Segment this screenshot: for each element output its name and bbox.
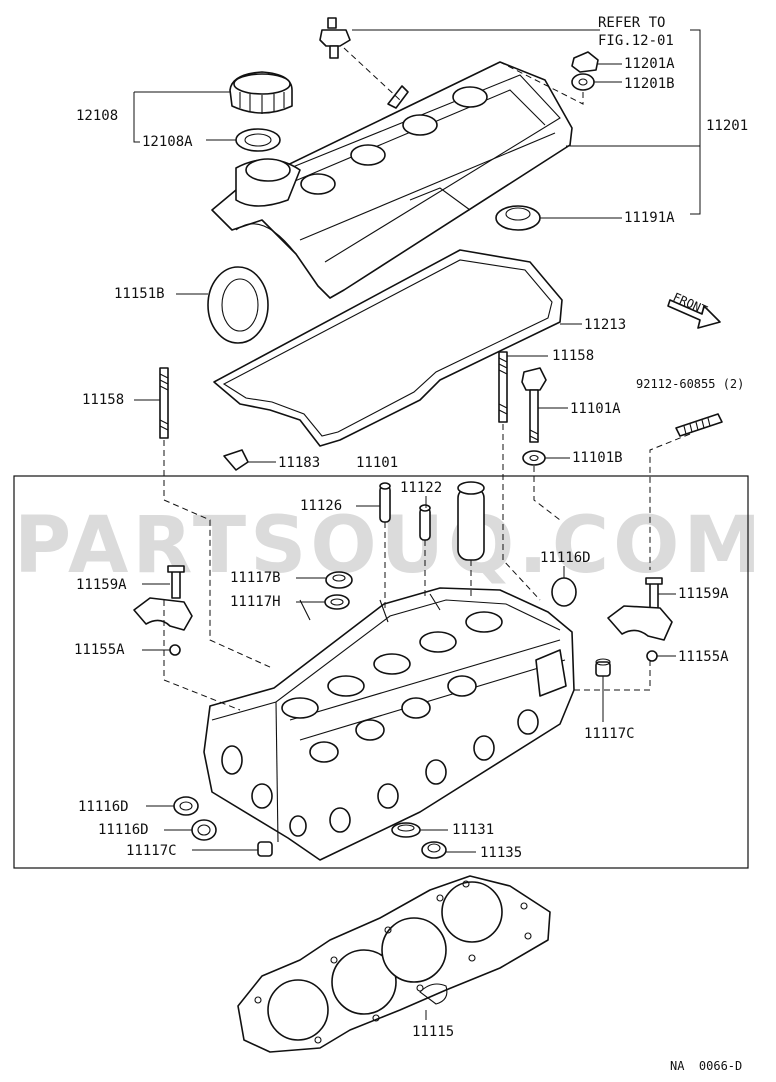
label-11158-right[interactable]: 11158 bbox=[552, 348, 594, 364]
half-plug[interactable] bbox=[223, 449, 249, 471]
refer-line-2[interactable]: FIG.12-01 bbox=[598, 33, 674, 49]
label-11155a-right[interactable]: 11155A bbox=[678, 649, 729, 665]
label-11117h[interactable]: 11117H bbox=[230, 594, 281, 610]
label-11151b[interactable]: 11151B bbox=[114, 286, 165, 302]
seal-11135[interactable] bbox=[421, 841, 447, 859]
valve-cover[interactable] bbox=[211, 61, 573, 299]
dashed-connectors bbox=[163, 47, 691, 711]
cam-bearing-cap-right[interactable] bbox=[607, 577, 673, 662]
label-11201b[interactable]: 11201B bbox=[624, 76, 675, 92]
head-bolt-washer[interactable] bbox=[522, 450, 546, 466]
leader-lines bbox=[133, 29, 701, 1020]
label-12108a[interactable]: 12108A bbox=[142, 134, 193, 150]
cylinder-head-group-box bbox=[13, 475, 749, 869]
label-11155a-left[interactable]: 11155A bbox=[74, 642, 125, 658]
label-12108[interactable]: 12108 bbox=[76, 108, 118, 124]
label-11135[interactable]: 11135 bbox=[480, 845, 522, 861]
part-labels: REFER TO FIG.12-01 11201A 11201B 11201 1… bbox=[74, 15, 748, 1073]
plug-right[interactable] bbox=[595, 658, 611, 677]
half-moon-seal[interactable] bbox=[207, 266, 269, 344]
plug-tube-grommet[interactable] bbox=[495, 205, 541, 231]
cylinder-head-gasket[interactable] bbox=[237, 875, 551, 1053]
label-11159a-right[interactable]: 11159A bbox=[678, 586, 729, 602]
label-11115[interactable]: 11115 bbox=[412, 1024, 454, 1040]
label-11126[interactable]: 11126 bbox=[300, 498, 342, 514]
gasket-11117h[interactable] bbox=[324, 594, 350, 610]
label-11131[interactable]: 11131 bbox=[452, 822, 494, 838]
cover-nut[interactable] bbox=[571, 51, 599, 73]
cover-bolt[interactable] bbox=[319, 17, 351, 59]
head-bolt[interactable] bbox=[521, 367, 547, 443]
label-11116d-lower-2[interactable]: 11116D bbox=[98, 822, 149, 838]
cam-bearing-cap-left[interactable] bbox=[133, 565, 193, 656]
head-plug-lower-2[interactable] bbox=[191, 819, 217, 841]
label-11191a[interactable]: 11191A bbox=[624, 210, 675, 226]
label-11101b[interactable]: 11101B bbox=[572, 450, 623, 466]
diagram-code: NA 0066-D bbox=[670, 1059, 742, 1073]
head-plug-top[interactable] bbox=[551, 577, 577, 607]
head-plug-lower-1[interactable] bbox=[173, 796, 199, 816]
spark-plug-tube[interactable] bbox=[457, 481, 485, 561]
label-11116d-lower-1[interactable]: 11116D bbox=[78, 799, 129, 815]
label-11116d-top[interactable]: 11116D bbox=[540, 550, 591, 566]
cover-washer[interactable] bbox=[571, 73, 595, 91]
valve-guide[interactable] bbox=[419, 504, 431, 541]
label-11117c-lower[interactable]: 11117C bbox=[126, 843, 177, 859]
label-11158-left[interactable]: 11158 bbox=[82, 392, 124, 408]
label-11159a-left[interactable]: 11159A bbox=[76, 577, 127, 593]
label-11101a[interactable]: 11101A bbox=[570, 401, 621, 417]
label-11117b[interactable]: 11117B bbox=[230, 570, 281, 586]
cylinder-head[interactable] bbox=[203, 587, 575, 861]
gasket-11117b[interactable] bbox=[325, 571, 353, 589]
label-92112[interactable]: 92112-60855 (2) bbox=[636, 377, 744, 391]
cap-gasket[interactable] bbox=[235, 128, 281, 152]
label-11201[interactable]: 11201 bbox=[706, 118, 748, 134]
stud-left[interactable] bbox=[159, 367, 169, 439]
stud-right[interactable] bbox=[498, 351, 508, 423]
label-11122[interactable]: 11122 bbox=[400, 480, 442, 496]
dowel-pin[interactable] bbox=[379, 482, 391, 523]
front-direction-arrow: FRONT bbox=[667, 290, 721, 329]
label-11117c-right[interactable]: 11117C bbox=[584, 726, 635, 742]
plug-lower[interactable] bbox=[257, 841, 273, 857]
label-11213[interactable]: 11213 bbox=[584, 317, 626, 333]
oil-filler-cap[interactable] bbox=[229, 71, 293, 114]
label-11101[interactable]: 11101 bbox=[356, 455, 398, 471]
label-11201a[interactable]: 11201A bbox=[624, 56, 675, 72]
label-11183[interactable]: 11183 bbox=[278, 455, 320, 471]
refer-line-1[interactable]: REFER TO bbox=[598, 15, 665, 31]
exhaust-stud[interactable] bbox=[675, 413, 723, 437]
seal-11131[interactable] bbox=[391, 822, 421, 838]
valve-cover-gasket[interactable] bbox=[213, 249, 563, 447]
